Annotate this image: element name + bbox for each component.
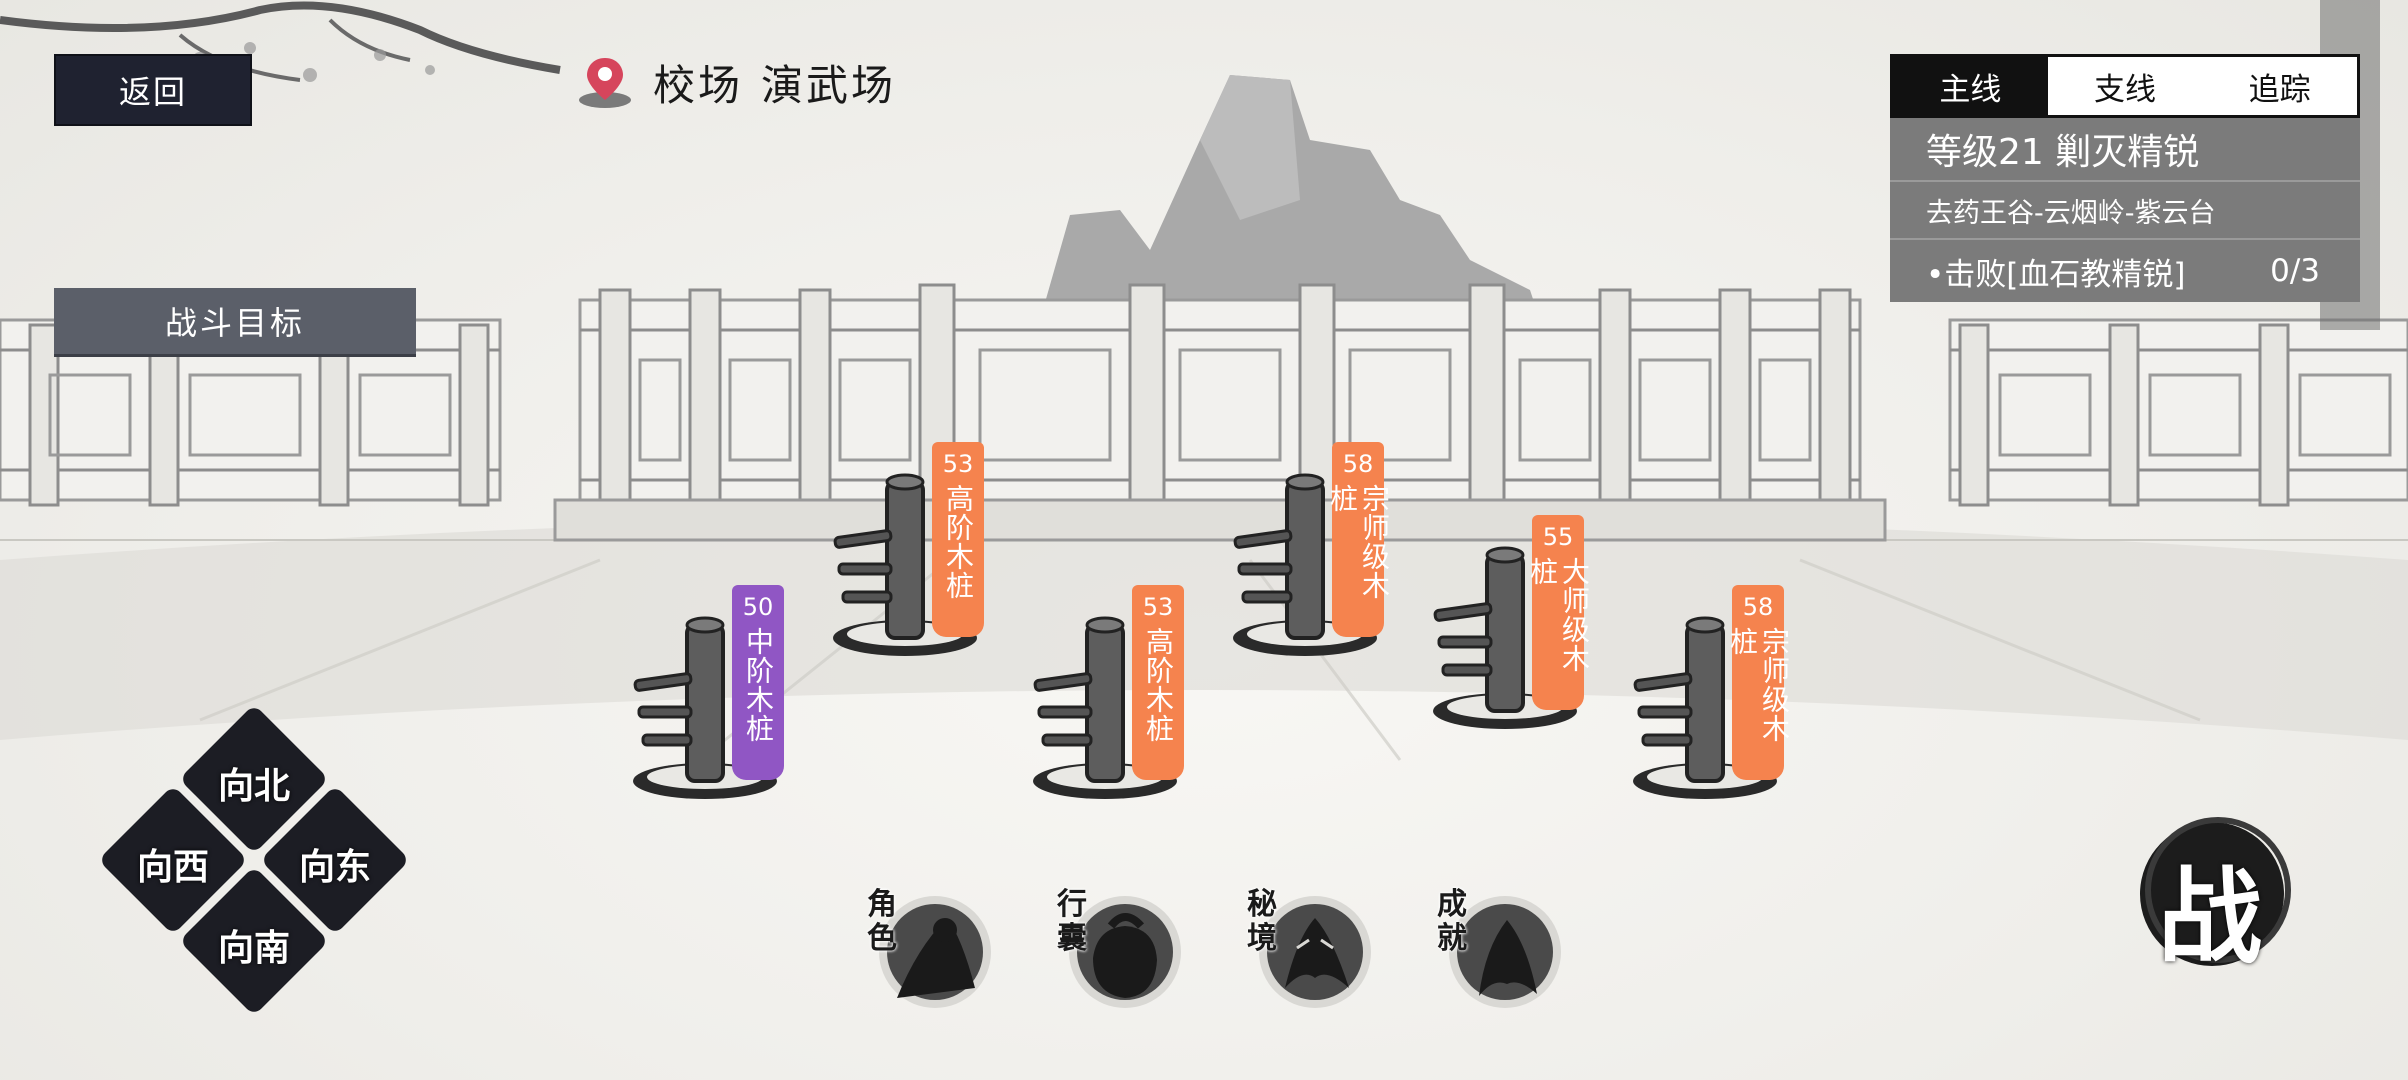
training-post-3[interactable]: 53 高阶木桩 — [1025, 585, 1195, 805]
post-level: 58 — [1742, 593, 1774, 621]
quest-tabs: 主线 支线 追踪 — [1890, 54, 2360, 118]
wooden-post-icon — [633, 616, 777, 799]
training-post-1[interactable]: 50 中阶木桩 — [625, 585, 795, 805]
direction-south-button[interactable]: 向南 — [217, 928, 290, 969]
location-pin-icon — [579, 58, 631, 108]
post-label-banner: 53 高阶木桩 — [932, 442, 984, 637]
quest-panel: 主线 支线 追踪 等级21 剿灭精锐 去药王谷-云烟岭-紫云台 •击败[血石教精… — [1890, 54, 2360, 302]
secret-realm-icon — [1259, 896, 1371, 1008]
quest-progress: 0/3 — [2270, 253, 2320, 289]
training-post-6[interactable]: 58 宗师级木桩 — [1625, 585, 1795, 805]
menu-character-label: 角色 — [867, 887, 897, 956]
training-post-4[interactable]: 58 宗师级木桩 — [1225, 442, 1395, 662]
post-name: 高阶木桩 — [1142, 627, 1175, 743]
post-name: 宗师级木桩 — [1726, 627, 1791, 743]
fight-label: 战 — [2158, 855, 2263, 978]
menu-bag-label: 行囊 — [1057, 887, 1087, 956]
quest-objective-row[interactable]: •击败[血石教精锐] 0/3 — [1890, 240, 2360, 302]
menu-secret-realm-label: 秘境 — [1247, 887, 1277, 956]
battle-goal-button[interactable]: 战斗目标 — [54, 288, 416, 357]
direction-north-button[interactable]: 向北 — [217, 766, 290, 807]
direction-west-button[interactable]: 向西 — [136, 847, 209, 888]
training-post-5[interactable]: 55 大师级木桩 — [1425, 515, 1595, 735]
quest-title[interactable]: 等级21 剿灭精锐 — [1890, 118, 2360, 182]
post-label-banner: 58 宗师级木桩 — [1326, 442, 1391, 637]
menu-achievement-label: 成就 — [1437, 887, 1467, 956]
back-button[interactable]: 返回 — [54, 54, 252, 126]
post-level: 58 — [1342, 450, 1374, 478]
training-post-2[interactable]: 53 高阶木桩 — [825, 442, 995, 662]
post-name: 中阶木桩 — [742, 627, 775, 743]
quest-route[interactable]: 去药王谷-云烟岭-紫云台 — [1890, 182, 2360, 240]
location-area: 校场 — [653, 60, 744, 110]
post-level: 53 — [942, 450, 974, 478]
post-level: 53 — [1142, 593, 1174, 621]
achievement-icon — [1449, 896, 1561, 1008]
direction-east-button[interactable]: 向东 — [298, 847, 371, 888]
ink-circle-icon — [2140, 817, 2291, 966]
tab-tracking[interactable]: 追踪 — [2248, 71, 2311, 108]
post-level: 55 — [1542, 523, 1574, 551]
wooden-post-icon — [1233, 473, 1377, 656]
tab-main-quest[interactable]: 主线 — [1893, 57, 2048, 115]
tab-side-quest[interactable]: 支线 — [2094, 71, 2156, 108]
post-label-banner: 55 大师级木桩 — [1526, 515, 1591, 710]
post-label-banner: 50 中阶木桩 — [732, 585, 784, 780]
location-indicator: 校场演武场 — [575, 52, 896, 112]
location-place: 演武场 — [761, 60, 897, 110]
menu-bag-button[interactable]: 行囊 — [1047, 878, 1187, 1018]
location-name: 校场演武场 — [653, 52, 896, 113]
post-name: 高阶木桩 — [942, 484, 975, 600]
menu-achievement-button[interactable]: 成就 — [1427, 878, 1567, 1018]
post-name: 大师级木桩 — [1526, 557, 1591, 673]
post-name: 宗师级木桩 — [1326, 484, 1391, 600]
bag-icon — [1069, 896, 1181, 1008]
menu-secret-realm-button[interactable]: 秘境 — [1237, 878, 1377, 1018]
fight-button[interactable]: 战 — [2132, 812, 2292, 978]
post-label-banner: 58 宗师级木桩 — [1726, 585, 1791, 780]
wooden-post-icon — [1433, 546, 1577, 729]
post-label-banner: 53 高阶木桩 — [1132, 585, 1184, 780]
post-level: 50 — [742, 593, 774, 621]
character-icon — [879, 896, 991, 1008]
menu-character-button[interactable]: 角色 — [857, 878, 997, 1018]
quest-objective: •击败[血石教精锐] — [1926, 256, 2186, 293]
